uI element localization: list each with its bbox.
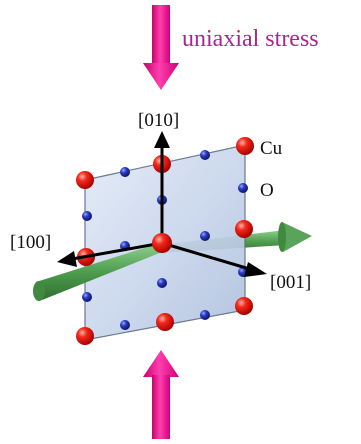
cu-atom [235, 220, 253, 238]
o-atom [82, 292, 92, 302]
o-atom [200, 150, 210, 160]
o-atom-label: O [260, 180, 274, 201]
o-atoms [82, 150, 248, 330]
axis-100-arrow [57, 241, 163, 267]
cu-atom-label: Cu [260, 138, 283, 159]
o-atom [200, 231, 210, 241]
cu-atom [236, 137, 254, 155]
stress-arrow-top [143, 5, 179, 90]
axis-100-label: [100] [10, 232, 51, 253]
cu-atom [76, 327, 94, 345]
o-atom [238, 183, 248, 193]
axis-001-label: [001] [270, 272, 311, 293]
o-atom [82, 211, 92, 221]
cu-atoms [76, 137, 254, 345]
green-arrow-front [33, 243, 162, 301]
stress-arrow-bottom [143, 350, 179, 439]
o-atom [120, 167, 130, 177]
o-atom [157, 278, 167, 288]
stress-label: uniaxial stress [182, 26, 319, 52]
cu-atom [156, 313, 174, 331]
cu-atom [235, 297, 253, 315]
cu-atom-center [152, 233, 172, 253]
o-atom [120, 320, 130, 330]
cu-atom [76, 171, 94, 189]
axis-010-label: [010] [138, 110, 179, 131]
axis-010-arrow [154, 131, 170, 243]
o-atom [200, 310, 210, 320]
axis-001-arrow [161, 241, 267, 277]
